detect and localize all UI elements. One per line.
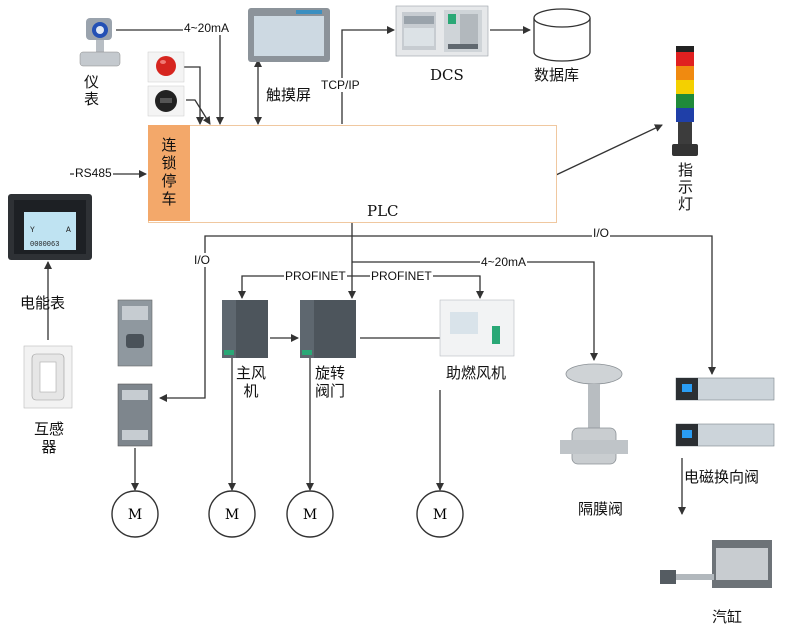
energy-meter-image: Y A 0000063 <box>8 194 92 260</box>
meter-screen-a: A <box>66 226 71 235</box>
combustion-fan-cabinet-image <box>439 299 515 357</box>
energy-meter-label: 电能表 <box>20 294 66 312</box>
connection-lines <box>44 26 716 515</box>
rs485-label: RS485 <box>74 166 113 180</box>
combustion-fan-label: 助燃风机 <box>446 364 507 382</box>
signal-tower-image <box>672 46 698 156</box>
plc-frame <box>148 125 557 223</box>
contactor-image <box>117 383 153 447</box>
current-transformer-image <box>23 345 73 409</box>
rotary-valve-drive-image <box>300 300 356 358</box>
motor-1: M <box>111 490 159 538</box>
interlock-stop-box: 连锁停车 <box>148 125 190 221</box>
circuit-breaker-image <box>117 299 153 367</box>
motor-2-label: M <box>225 507 239 523</box>
signal-4-20-label-top: 4~20mA <box>183 21 231 35</box>
solenoid-valve-label: 电磁换向阀 <box>684 468 760 486</box>
tcpip-label: TCP/IP <box>320 78 361 92</box>
dcs-label: DCS <box>430 66 464 84</box>
dcs-image <box>395 5 489 57</box>
main-fan-label: 主风机 <box>236 364 267 400</box>
motor-3-label: M <box>303 507 317 523</box>
emergency-button-image <box>147 51 185 83</box>
motor-2: M <box>208 490 256 538</box>
diaphragm-valve-label: 隔膜阀 <box>578 500 624 518</box>
signal-4-20-label-mid: 4~20mA <box>480 255 528 269</box>
selector-knob-image <box>147 85 185 117</box>
plc-label: PLC <box>367 202 399 220</box>
meter-screen-y: Y <box>30 226 35 235</box>
motor-1-label: M <box>128 507 142 523</box>
database-label: 数据库 <box>534 66 580 84</box>
touchscreen-label: 触摸屏 <box>266 86 312 104</box>
rotary-valve-label: 旋转阀门 <box>314 364 345 400</box>
diaphragm-valve-image <box>560 363 628 465</box>
transformer-label: 互感器 <box>34 420 65 456</box>
instrument-label: 仪表 <box>82 74 100 108</box>
profinet-label-1: PROFINET <box>284 269 347 283</box>
pneumatic-cylinder-image <box>660 540 772 588</box>
motor-3: M <box>286 490 334 538</box>
solenoid-valve-image <box>675 377 775 447</box>
cylinder-label: 汽缸 <box>712 608 743 626</box>
flow-meter-image <box>79 18 121 67</box>
io-left-label: I/O <box>193 253 212 267</box>
profinet-label-2: PROFINET <box>370 269 433 283</box>
indicator-label: 指示灯 <box>676 162 694 213</box>
touchscreen-image <box>248 8 330 62</box>
meter-screen-value: 0000063 <box>30 241 59 249</box>
database-icon <box>533 8 591 62</box>
interlock-label: 连锁停车 <box>159 137 178 209</box>
main-fan-drive-image <box>222 300 268 358</box>
io-right-label: I/O <box>592 226 611 240</box>
motor-4-label: M <box>433 507 447 523</box>
motor-4: M <box>416 490 464 538</box>
